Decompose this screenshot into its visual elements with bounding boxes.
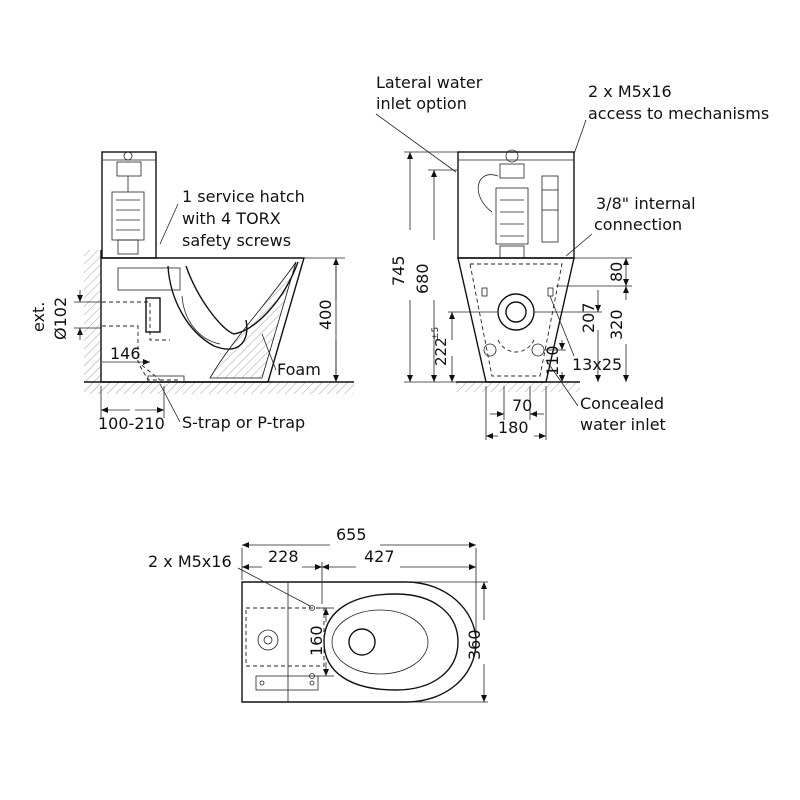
top-screw-1 — [309, 605, 315, 611]
dim-110-label: 110 — [543, 345, 562, 376]
screws-label-1: 2 x M5x16 — [588, 82, 672, 101]
side-view: ext. Ø102 146 400 100-210 1 service hatc… — [29, 151, 354, 433]
top-screw-2 — [309, 673, 315, 679]
top-flush-button-inner — [263, 635, 273, 645]
concealed-label-2: water inlet — [580, 415, 666, 434]
service-hatch-leader — [159, 203, 179, 245]
top-bowl-outer — [323, 593, 459, 691]
top-view: 655 228 427 2 x M5x16 160 360 — [148, 525, 488, 703]
side-bowl-inner — [185, 261, 299, 335]
screws-label-2: access to mechanisms — [588, 104, 769, 123]
side-bowl-outline — [102, 257, 305, 383]
screws-leader — [573, 119, 587, 155]
side-ptrap-dashed — [139, 365, 180, 381]
trap-leader — [159, 383, 181, 423]
side-trap-inner — [181, 295, 221, 345]
foam-leader — [261, 333, 277, 371]
top-hidden-tank — [245, 607, 325, 667]
concealed-label-1: Concealed — [580, 394, 664, 413]
side-flush-mechanism — [111, 151, 145, 255]
side-floor-fixing — [147, 375, 185, 383]
front-pedestal — [457, 257, 575, 383]
front-view: 745 680 222 ±5 80 207 320 110 13x25 — [375, 73, 769, 440]
service-hatch-callout: 1 service hatch with 4 TORX safety screw… — [159, 187, 305, 250]
floor-hatch — [84, 382, 354, 394]
dim-160-label: 160 — [307, 625, 326, 656]
lateral-label-1: Lateral water — [376, 73, 483, 92]
foam-label: Foam — [277, 360, 321, 379]
concealed-leader — [545, 359, 579, 407]
wall-hatch — [84, 250, 102, 382]
dim-745-label: 745 — [389, 255, 408, 286]
front-inlet-dashed — [497, 339, 535, 353]
front-outlet-outer — [497, 293, 535, 331]
top-bracket — [255, 675, 319, 691]
dim-13x25-label: 13x25 — [572, 355, 622, 374]
side-cistern — [101, 151, 157, 259]
dim-228-label: 228 — [268, 547, 299, 566]
top-flush-button-outer — [257, 629, 279, 651]
front-pedestal-inner — [469, 263, 563, 377]
internal-label-2: connection — [594, 215, 682, 234]
service-hatch-line-1: 1 service hatch — [182, 187, 305, 206]
dim-222-label: 222 — [432, 337, 450, 366]
lateral-leader — [375, 113, 457, 173]
top-bracket-hole-left — [259, 680, 265, 686]
side-outlet-dashed-2 — [102, 325, 161, 381]
service-hatch-line-2: with 4 TORX — [182, 209, 281, 228]
dim-360-label: 360 — [465, 629, 484, 660]
trap-label: S-trap or P-trap — [182, 413, 305, 432]
dim-180-label: 180 — [498, 418, 529, 437]
front-fix-right — [547, 287, 554, 297]
top-outlet — [348, 628, 376, 656]
dim-diameter-label: Ø102 — [51, 297, 70, 340]
front-outlet-inner — [505, 301, 527, 323]
dim-146-label: 146 — [110, 344, 141, 363]
internal-label-1: 3/8" internal — [596, 194, 696, 213]
side-outlet-dashed-1 — [102, 301, 170, 341]
front-flush-mechanism — [477, 149, 559, 259]
front-inlet-left — [483, 343, 497, 357]
dim-13x25-leader — [549, 295, 575, 357]
dim-ext-label: ext. — [29, 302, 48, 332]
top-bracket-hole-right — [309, 680, 315, 686]
lateral-label-2: inlet option — [376, 94, 467, 113]
side-service-hatch — [117, 267, 181, 291]
top-outline — [241, 581, 477, 703]
top-bowl-inner — [331, 609, 429, 675]
dim-427-label: 427 — [364, 547, 395, 566]
dim-80-label: 80 — [607, 262, 626, 282]
front-fix-left — [481, 287, 488, 297]
side-trap-curve — [167, 265, 248, 350]
dim-400-label: 400 — [316, 299, 335, 330]
dim-320-label: 320 — [607, 309, 626, 340]
dim-222-tol-label: ±5 — [431, 327, 441, 340]
internal-leader — [565, 233, 593, 257]
dim-70-label: 70 — [512, 396, 532, 415]
top-screws-leader — [237, 567, 311, 607]
dim-207-label: 207 — [579, 302, 598, 333]
service-hatch-line-3: safety screws — [182, 231, 291, 250]
dim-680-label: 680 — [413, 263, 432, 294]
dim-655-label: 655 — [336, 525, 367, 544]
front-floor-hatch — [456, 382, 580, 392]
dim-100-210-label: 100-210 — [98, 414, 165, 433]
top-screws-label: 2 x M5x16 — [148, 552, 232, 571]
side-outlet-connector — [145, 297, 161, 333]
